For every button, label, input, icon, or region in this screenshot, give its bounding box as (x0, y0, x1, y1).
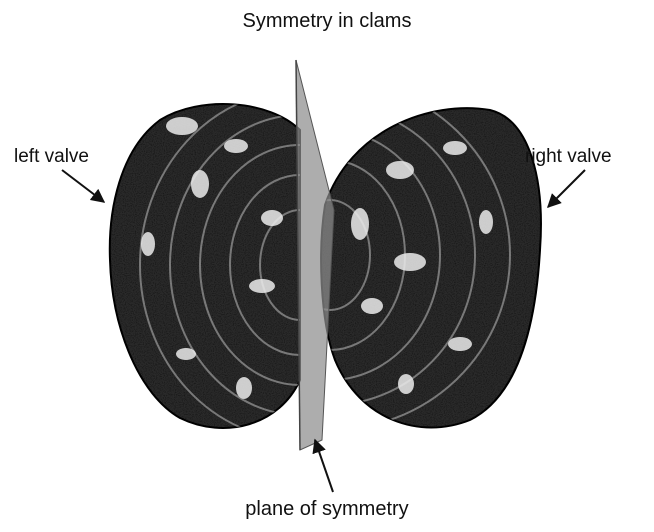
right-valve-label: right valve (525, 146, 612, 168)
right-valve-arrow (548, 170, 585, 207)
left-valve-label: left valve (14, 146, 89, 168)
left-valve-arrow (62, 170, 104, 202)
plane-of-symmetry (296, 60, 334, 450)
plane-of-symmetry-label: plane of symmetry (0, 498, 654, 520)
diagram-title: Symmetry in clams (0, 10, 654, 32)
plane-arrow (315, 440, 333, 492)
